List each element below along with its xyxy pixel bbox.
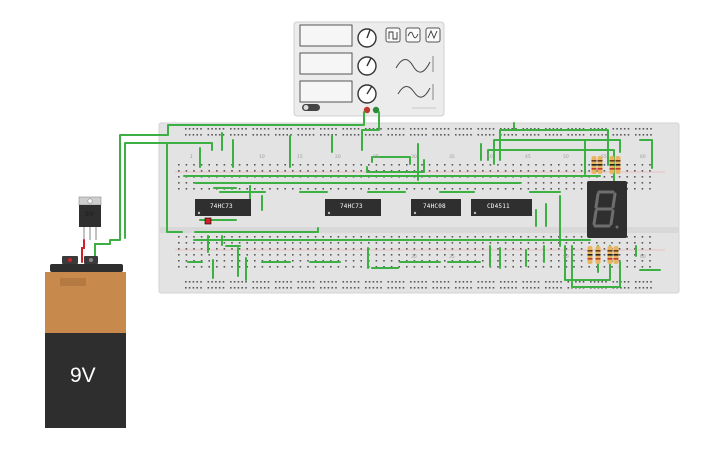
ic-chip-1[interactable] xyxy=(195,199,251,216)
seven-segment-digit-icon xyxy=(592,190,617,228)
voltage-regulator[interactable] xyxy=(78,196,102,240)
triangle-wave-button[interactable] xyxy=(405,27,421,43)
ic-chip-4[interactable] xyxy=(471,199,532,216)
sine-wave-button[interactable] xyxy=(425,27,441,43)
output-ground-terminal[interactable] xyxy=(372,106,380,114)
amplitude-knob[interactable] xyxy=(357,56,377,76)
led-red[interactable] xyxy=(204,217,212,225)
power-switch[interactable] xyxy=(302,104,320,111)
ic-chip-3[interactable] xyxy=(411,199,461,216)
resistor-array[interactable] xyxy=(587,156,621,264)
seven-segment-display[interactable] xyxy=(587,181,627,238)
square-wave-button[interactable] xyxy=(385,27,401,43)
amplitude-wave-icon xyxy=(395,56,434,73)
offset-knob[interactable] xyxy=(357,84,377,104)
offset-wave-icon xyxy=(397,84,434,100)
jumper-wires[interactable] xyxy=(99,111,661,288)
frequency-knob[interactable] xyxy=(357,28,377,48)
output-positive-terminal[interactable] xyxy=(363,106,371,114)
ic-chip-2[interactable] xyxy=(325,199,381,216)
function-generator[interactable] xyxy=(293,21,445,117)
battery-9v[interactable] xyxy=(45,256,126,428)
